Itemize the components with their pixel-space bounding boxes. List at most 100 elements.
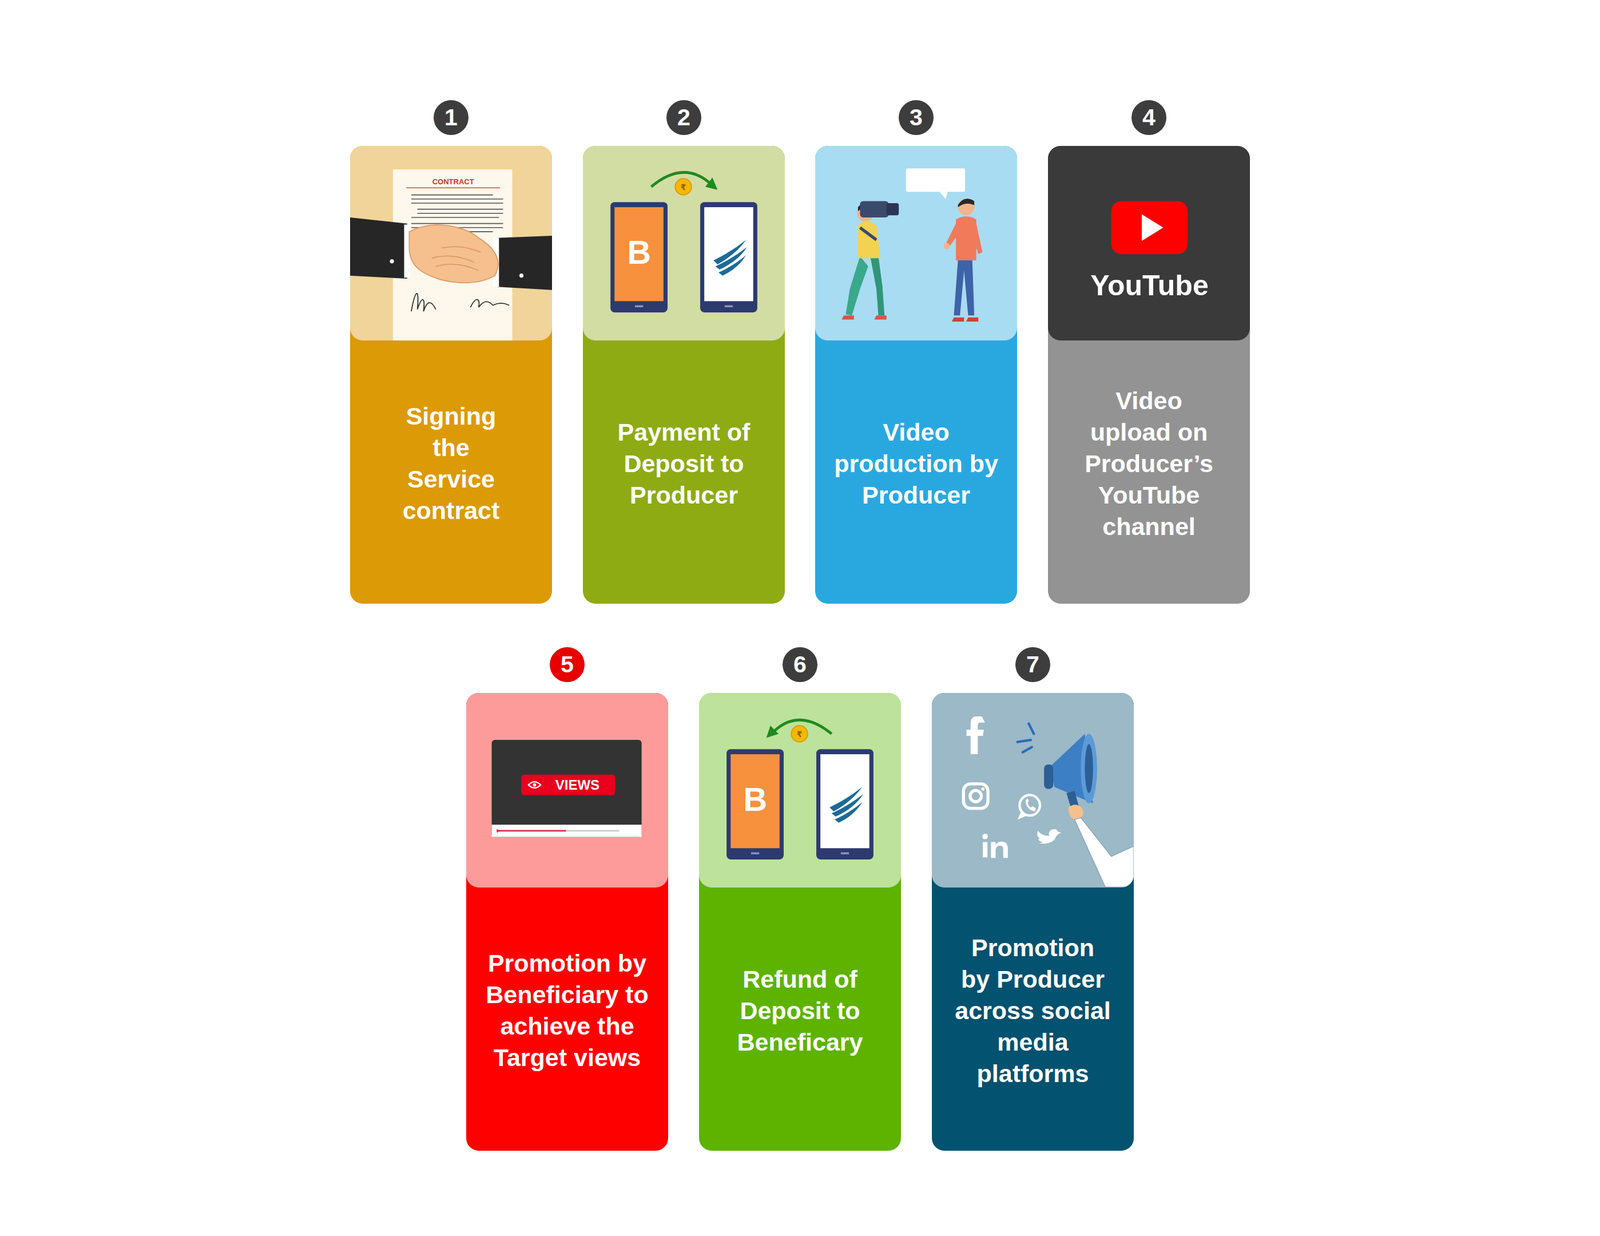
illustration-part — [519, 273, 524, 278]
step-illustration: YouTube — [1047, 145, 1250, 341]
illustration-label: VIEWS — [555, 777, 600, 792]
illustration-label: B — [626, 235, 651, 269]
illustration-part — [705, 177, 718, 190]
step-text-area: Signing the Service contract — [350, 340, 553, 604]
illustration-part — [390, 259, 395, 264]
step-label: Refund of Deposit to Beneficary — [724, 963, 876, 1058]
illustration-part — [1028, 723, 1034, 734]
illustration-part — [972, 223, 983, 255]
illustration-part — [982, 833, 988, 840]
illustration-part — [417, 208, 504, 210]
illustration-part — [491, 824, 642, 837]
step-illustration: B₹ — [582, 145, 785, 341]
illustration-part — [350, 217, 408, 279]
illustration-part — [411, 202, 503, 204]
illustration-part — [958, 199, 975, 216]
illustration-part — [816, 748, 874, 860]
step-illustration — [931, 692, 1134, 888]
step-card: CONTRACT1Signing the Service contract — [350, 145, 553, 604]
step-card: YouTube4Video upload on Producer’s YouTu… — [1047, 145, 1250, 604]
illustration-label: B — [743, 782, 768, 816]
step-text-area: Promotion by Producer across social medi… — [931, 887, 1134, 1151]
illustration-part — [491, 739, 642, 837]
step-label: Signing the Service contract — [392, 400, 510, 527]
illustration-part — [870, 256, 885, 316]
illustration-part — [939, 191, 948, 199]
step-label: Video upload on Producer’s YouTube chann… — [1076, 384, 1222, 543]
illustration-part — [840, 851, 849, 855]
illustration-part — [566, 830, 620, 832]
step-number: 1 — [433, 100, 469, 136]
illustration-part — [700, 201, 758, 313]
illustration-part — [966, 716, 986, 754]
illustration-part — [496, 830, 566, 832]
illustration-part — [981, 787, 985, 791]
step-illustration — [815, 145, 1018, 341]
illustration-part — [751, 851, 760, 855]
illustration-part — [417, 212, 504, 214]
illustration-part — [951, 317, 979, 322]
illustration — [1047, 145, 1250, 341]
step-illustration: VIEWS — [466, 692, 669, 888]
illustration-part — [533, 783, 537, 787]
step-text-area: Video upload on Producer’s YouTube chann… — [1047, 340, 1250, 604]
illustration-part — [958, 198, 975, 208]
illustration-part — [704, 207, 754, 301]
illustration-part — [955, 216, 977, 261]
illustration-part — [1025, 797, 1036, 812]
illustration — [699, 692, 901, 888]
illustration-part — [411, 223, 503, 225]
illustration-label: CONTRACT — [432, 177, 475, 185]
step-label: Video production by Producer — [833, 416, 1000, 511]
step-number: 3 — [898, 100, 934, 136]
illustration-part — [411, 216, 499, 218]
step-card: VIEWS5Promotion by Beneficiary to achiev… — [466, 692, 669, 1151]
illustration-part — [1017, 739, 1031, 742]
illustration-part — [859, 227, 877, 240]
illustration-part — [886, 203, 899, 216]
illustration-part — [431, 246, 482, 271]
step-label: Payment of Deposit to Producer — [601, 416, 768, 511]
illustration-part — [1035, 828, 1062, 844]
step-number: 5 — [549, 646, 585, 682]
step-illustration: B₹ — [699, 692, 901, 888]
illustration-part — [409, 224, 498, 283]
illustration-part — [528, 781, 541, 788]
step-illustration: CONTRACT — [350, 145, 553, 341]
illustration-part — [1017, 723, 1035, 753]
step-number: 2 — [666, 100, 702, 136]
illustration-part — [945, 223, 960, 246]
illustration-part — [766, 725, 779, 738]
illustration-part — [1018, 811, 1026, 819]
illustration-label: ₹ — [796, 729, 803, 738]
illustration — [815, 145, 1018, 341]
illustration-part — [724, 304, 733, 308]
illustration-part — [834, 802, 863, 823]
illustration-part — [411, 293, 436, 312]
illustration-part — [726, 748, 784, 860]
illustration-part — [610, 201, 668, 313]
step-card: 7Promotion by Producer across social med… — [931, 692, 1134, 1151]
illustration-part — [943, 243, 951, 250]
step-text-area: Refund of Deposit to Beneficary — [699, 887, 901, 1151]
illustration-part — [1080, 733, 1098, 803]
illustration-part — [963, 783, 988, 809]
illustration-part — [953, 257, 975, 316]
illustration-part — [841, 315, 887, 320]
step-label: Promotion by Producer across social medi… — [954, 931, 1112, 1090]
illustration-part — [614, 207, 664, 301]
illustration-part — [470, 299, 510, 308]
illustration-part — [1141, 214, 1163, 241]
step-text-area: Payment of Deposit to Producer — [582, 340, 785, 604]
illustration-part — [718, 255, 746, 276]
step-number: 7 — [1015, 646, 1051, 682]
illustration-part — [858, 221, 881, 258]
illustration-part — [859, 200, 889, 218]
step-text-area: Promotion by Beneficiary to achieve the … — [466, 887, 669, 1151]
illustration-label: ₹ — [680, 183, 687, 192]
illustration-part — [970, 789, 982, 802]
illustration-label: YouTube — [1090, 271, 1209, 300]
step-card: B₹6Refund of Deposit to Beneficary — [699, 692, 901, 1151]
illustration-part — [990, 841, 1008, 859]
